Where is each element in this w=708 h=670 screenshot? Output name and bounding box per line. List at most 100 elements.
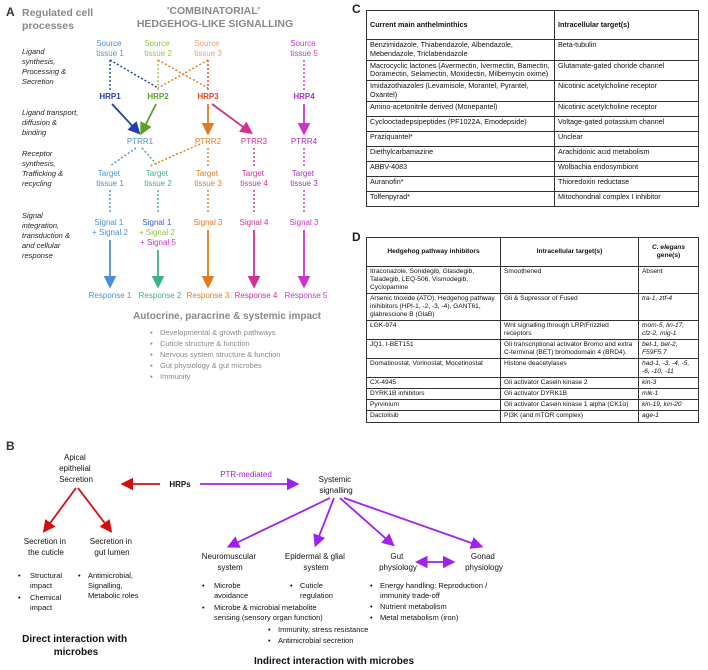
target-cell: Voltage-gated potassium channel	[554, 115, 699, 132]
inhibitor-cell: LGK-974	[366, 320, 501, 341]
indirect-interaction-label: Indirect interaction with microbes	[254, 656, 414, 667]
table-row: Arsenic trioxide (ATO), Hedgehog pathway…	[366, 293, 699, 322]
drug-cell: Imidazothiazoles (Levamisole, Morantel, …	[366, 80, 555, 102]
gut-items: • Energy handling: Reproduction / immuni…	[370, 581, 488, 622]
impact-bullet-3: ▪	[150, 350, 153, 359]
indirect-arrows	[226, 497, 484, 569]
inhibitor-cell: Domatinostat, Vorinostat, Mocetinostat	[366, 358, 501, 379]
bottom-item-2: Antimicrobial secretion	[278, 636, 353, 645]
drug-cell: Praziquantel*	[366, 130, 555, 147]
gut-item-1a: Energy handling: Reproduction /	[380, 581, 488, 590]
table-header-row: Hedgehog pathway inhibitors Intracellula…	[366, 237, 699, 267]
neuro-item-1b: avoidance	[214, 591, 248, 600]
epidermal-items: • Cuticle regulation	[290, 581, 333, 600]
ptrr2-label: PTRR2	[195, 137, 222, 146]
impact-item-5: Immunity	[160, 372, 191, 381]
table-row: Imidazothiazoles (Levamisole, Morantel, …	[366, 80, 699, 102]
bottom-items: • Immunity, stress resistance • Antimicr…	[268, 625, 368, 645]
row-label-ligand: Ligand synthesis, Processing & Secretion	[22, 47, 68, 86]
response-2: Response 2	[139, 291, 182, 300]
table-row: Benzimidazole, Thiabendazole, Albendazol…	[366, 39, 699, 61]
table-row: Auranofin*Thioredoxin reductase	[366, 175, 699, 192]
table-row: Tolfenpyrad*Mitochondrial complex I inhi…	[366, 190, 699, 207]
lumen-item-1: Antimicrobial,	[88, 571, 133, 580]
target-cell: Nicotinic acetylcholine receptor	[554, 100, 699, 117]
gut-item-3: Metal metabolism (iron)	[380, 613, 459, 622]
target-cell: Nicotinic acetylcholine receptor	[554, 80, 699, 102]
target-cell: Unclear	[554, 130, 699, 147]
target-tissue-2: Target tissue 2	[144, 169, 172, 188]
panel-a-letter: A	[6, 5, 15, 19]
cuticle-item-1b: impact	[30, 581, 53, 590]
epidermal-bullet: •	[290, 581, 293, 590]
gut-physiology: Gut physiology	[379, 552, 417, 572]
gene-cell: bet-1, bet-2, F59F5.7	[638, 339, 699, 360]
inhibitor-cell: Arsenic trioxide (ATO), Hedgehog pathway…	[366, 293, 501, 322]
signal-response-arrows	[103, 230, 311, 289]
target-cell: Wolbachia endosymbiont	[554, 160, 699, 177]
ptrr4-label: PTRR4	[291, 137, 318, 146]
row-label-signal: Signal integration, transduction & and c…	[22, 211, 72, 260]
drug-cell: Benzimidazole, Thiabendazole, Albendazol…	[366, 39, 555, 61]
impact-item-1: Developmental & growth pathways	[160, 328, 276, 337]
panel-d-letter: D	[352, 230, 361, 244]
cuticle-bullet-2: •	[18, 593, 21, 602]
bottom-bullet-1: •	[268, 625, 271, 634]
impact-title: Autocrine, paracrine & systemic impact	[133, 311, 322, 322]
impact-item-3: Nervous system structure & function	[160, 350, 280, 359]
table-row: Amino-acetonitrile derived (Monepantel)N…	[366, 100, 699, 117]
panel-b-letter: B	[6, 439, 15, 453]
hrp-ptr-arrows	[111, 103, 311, 136]
anthelminthics-table: Current main anthelminthics Intracellula…	[366, 10, 699, 207]
drug-cell: Cyclooctadepsipeptides (PF1022A, Emodeps…	[366, 115, 555, 132]
target-cell: PI3K (and mTOR complex)	[500, 410, 639, 423]
impact-bullet-2: ▪	[150, 339, 153, 348]
gene-cell: age-1	[638, 410, 699, 423]
table-header-row: Current main anthelminthics Intracellula…	[366, 10, 699, 40]
header-species: C. elegans	[652, 243, 685, 251]
hedgehog-inhibitors-table: Hedgehog pathway inhibitors Intracellula…	[366, 237, 699, 423]
signal-1: Signal 1 + Signal 2	[92, 218, 128, 237]
source-hrp-links	[109, 59, 305, 90]
hrp2-label: HRP2	[147, 92, 169, 101]
drug-cell: Tolfenpyrad*	[366, 190, 555, 207]
gene-cell: tra-1, ztf-4	[638, 293, 699, 322]
impact-item-2: Cuticle structure & function	[160, 339, 250, 348]
target-tissue-3: Target tissue 3	[194, 169, 222, 188]
neuro-bullet-1: •	[202, 581, 205, 590]
signal-4: Signal 4	[240, 218, 269, 227]
target-cell: Gli transcriptional activator Bromo and …	[500, 339, 639, 360]
hrps-label: HRPs	[169, 480, 191, 489]
signal-2: Signal 1 + Signal 2 + Signal 5	[139, 218, 177, 247]
impact-item-4: Gut physiology & gut microbes	[160, 361, 262, 370]
source-tissue-2: Source tissue 2	[144, 39, 172, 58]
panel-a-title: 'COMBINATORIAL' HEDGEHOG-LIKE SIGNALLING	[137, 5, 293, 30]
gut-bullet-2: •	[370, 602, 373, 611]
apical-secretion: Apical epithelial Secretion	[59, 453, 93, 484]
gonad-physiology: Gonad physiology	[465, 552, 503, 572]
target-cell: Thioredoxin reductase	[554, 175, 699, 192]
response-5: Response 5	[285, 291, 328, 300]
response-1: Response 1	[89, 291, 132, 300]
impact-bullet-4: ▪	[150, 361, 153, 370]
inhibitor-cell: CX-4945	[366, 377, 501, 390]
impact-bullet-1: ▪	[150, 328, 153, 337]
ptrr3-label: PTRR3	[241, 137, 268, 146]
lumen-bullet: •	[78, 571, 81, 580]
gut-bullet-1: •	[370, 581, 373, 590]
target-cell: Arachidonic acid metabolism	[554, 145, 699, 162]
response-3: Response 3	[187, 291, 230, 300]
lumen-items: • Antimicrobial, Signalling, Metabolic r…	[78, 571, 139, 600]
response-4: Response 4	[235, 291, 278, 300]
gut-item-2: Nutrient metabolism	[380, 602, 447, 611]
gene-cell: kin-19, kin-20	[638, 399, 699, 412]
cuticle-item-2b: impact	[30, 603, 53, 612]
drug-cell: Auranofin*	[366, 175, 555, 192]
panel-c-letter: C	[352, 2, 361, 16]
inhibitor-cell: Dactolisib	[366, 410, 501, 423]
cuticle-bullet-1: •	[18, 571, 21, 580]
secretion-cuticle: Secretion in the cuticle	[24, 537, 68, 557]
secretion-gut-lumen: Secretion in gut lumen	[90, 537, 134, 557]
